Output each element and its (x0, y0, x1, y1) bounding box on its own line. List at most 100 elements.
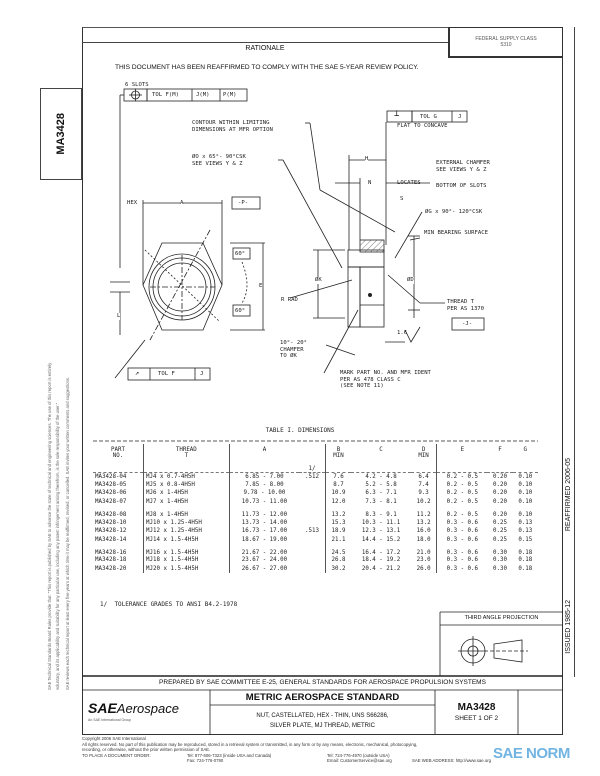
sheet-number: SHEET 1 OF 2 (454, 715, 499, 722)
cell-thread: MJ5 x 0.8-4H5H (143, 480, 230, 490)
cell-c: 5.2 - 5.8 (365, 481, 397, 488)
cell-g: 0.10 (518, 490, 533, 497)
cell-c: 16.4 - 17.2 (361, 550, 401, 557)
cell-f: 0.20 (492, 499, 507, 506)
cell-a: 13.73 - 14.00 (228, 518, 300, 527)
h-label: H (365, 156, 369, 163)
cell-e: 0.3 - 0.6 (436, 556, 488, 565)
cell-e: 0.3 - 0.6 (436, 564, 488, 574)
cell-thread: MJ20 x 1.5-4H5H (143, 564, 230, 574)
datum-j: -J- (462, 321, 473, 327)
col-part: PART NO. (93, 444, 144, 473)
col-f: F (487, 444, 513, 473)
col-c: C (351, 444, 411, 473)
fax: Fax: 724-776-0790 (187, 758, 224, 764)
col-e: E (436, 444, 488, 473)
cell-part: MA3428-06 (95, 490, 127, 497)
cell-b: 12.0 (324, 497, 352, 507)
cell-e: 0.3 - 0.6 (436, 544, 488, 557)
cell-g: 0.10 (518, 481, 533, 488)
cell-note (299, 481, 325, 490)
a-label: A (180, 200, 184, 207)
perp-datum: J (458, 114, 462, 120)
cell-e: 0.3 - 0.6 (436, 526, 488, 536)
cell-note: .512 (305, 473, 319, 480)
e-label: E (259, 283, 263, 290)
r-rad-label: R RAD (281, 297, 298, 303)
cell-b: 26.8 (324, 556, 352, 565)
cell-note (299, 518, 325, 527)
nut-top-section (347, 249, 385, 268)
fsc-value: 5310 (500, 42, 512, 48)
email: Email: CustomerService@sae.org (327, 758, 392, 764)
thread-note: THREAD T PER AS 1370 (447, 299, 485, 312)
cell-a: 11.73 - 12.00 (228, 506, 300, 519)
cell-g: 0.18 (518, 566, 533, 573)
cell-b: 8.7 (324, 480, 352, 490)
cell-d: 16.0 (416, 528, 431, 535)
cell-b: 24.5 (324, 544, 352, 557)
cell-g: 0.13 (518, 528, 533, 535)
sae-norm-watermark: SAE NORM (493, 745, 570, 762)
cell-g: 0.10 (518, 512, 533, 519)
cell-thread: MJ14 x 1.5-4H5H (143, 535, 230, 545)
cell-thread: MJ18 x 1.5-4H5H (143, 556, 230, 565)
perp-tol: TOL G (420, 114, 437, 120)
cell-d: 9.3 (418, 490, 429, 497)
cell-a: 6.85 - 7.00 (228, 472, 300, 481)
rights-2: recording, or otherwise, without the pri… (82, 747, 211, 753)
cell-f: 0.30 (492, 566, 507, 573)
cell-note: .513 (305, 528, 319, 535)
cell-b: 7.6 (324, 472, 352, 481)
cell-a: 7.85 - 8.00 (228, 480, 300, 490)
cell-c: 6.3 - 7.1 (365, 490, 397, 497)
col-note: 1/ (299, 444, 326, 473)
cell-f: 0.30 (492, 557, 507, 564)
fsc-label: FEDERAL SUPPLY CLASS (475, 36, 537, 42)
cell-b: 18.9 (324, 526, 352, 536)
cell-part: MA3428-10 (95, 519, 127, 526)
fcf-bottom-j: J (200, 371, 204, 377)
standard-title: METRIC AEROSPACE STANDARD (245, 692, 400, 703)
cell-a: 23.67 - 24.00 (228, 556, 300, 565)
description-line-1: NUT, CASTELLATED, HEX - THIN, UNS S66286… (256, 713, 389, 719)
contour-note: CONTOUR WITHIN LIMITING DIMENSIONS AT MF… (192, 120, 273, 133)
cell-f: 0.20 (492, 481, 507, 488)
cell-e: 0.3 - 0.6 (436, 518, 488, 527)
cell-c: 10.3 - 11.1 (361, 519, 401, 526)
cell-part: MA3428-07 (95, 499, 127, 506)
header-divider (82, 42, 448, 43)
cell-g: 0.10 (518, 499, 533, 506)
side-doc-box: MA3428 (40, 88, 82, 180)
prepared-by: PREPARED BY SAE COMMITTEE E-25, GENERAL … (159, 679, 486, 686)
cell-c: 4.2 - 4.8 (365, 473, 397, 480)
min-bearing-note: MIN BEARING SURFACE (424, 230, 488, 236)
dd-label: ØD (407, 277, 414, 284)
cell-thread: MJ8 x 1-4H5H (143, 506, 230, 519)
cell-f: 0.30 (492, 550, 507, 557)
cell-f: 0.20 (492, 490, 507, 497)
cell-thread: MJ12 x 1.25-4H5H (143, 526, 230, 536)
cell-c: 12.3 - 13.1 (361, 528, 401, 535)
cell-part: MA3428-04 (95, 473, 127, 480)
rights: All rights reserved. No part of this pub… (82, 741, 418, 747)
cell-c: 7.3 - 8.1 (365, 499, 397, 506)
cell-d: 26.0 (416, 566, 431, 573)
cell-f: 0.20 (492, 512, 507, 519)
cell-f: 0.20 (492, 473, 507, 480)
perpendicularity-icon: ⊥ (394, 109, 400, 119)
web-address[interactable]: SAE WEB ADDRESS: http://www.sae.org (412, 758, 492, 764)
cell-d: 18.0 (416, 536, 431, 543)
cell-f: 0.25 (492, 519, 507, 526)
cell-part: MA3428-05 (95, 481, 127, 488)
fcf-bottom-tol: TOL F (158, 371, 175, 377)
logo-sae: SAE (88, 700, 117, 716)
cell-e: 0.2 - 0.5 (436, 480, 488, 490)
